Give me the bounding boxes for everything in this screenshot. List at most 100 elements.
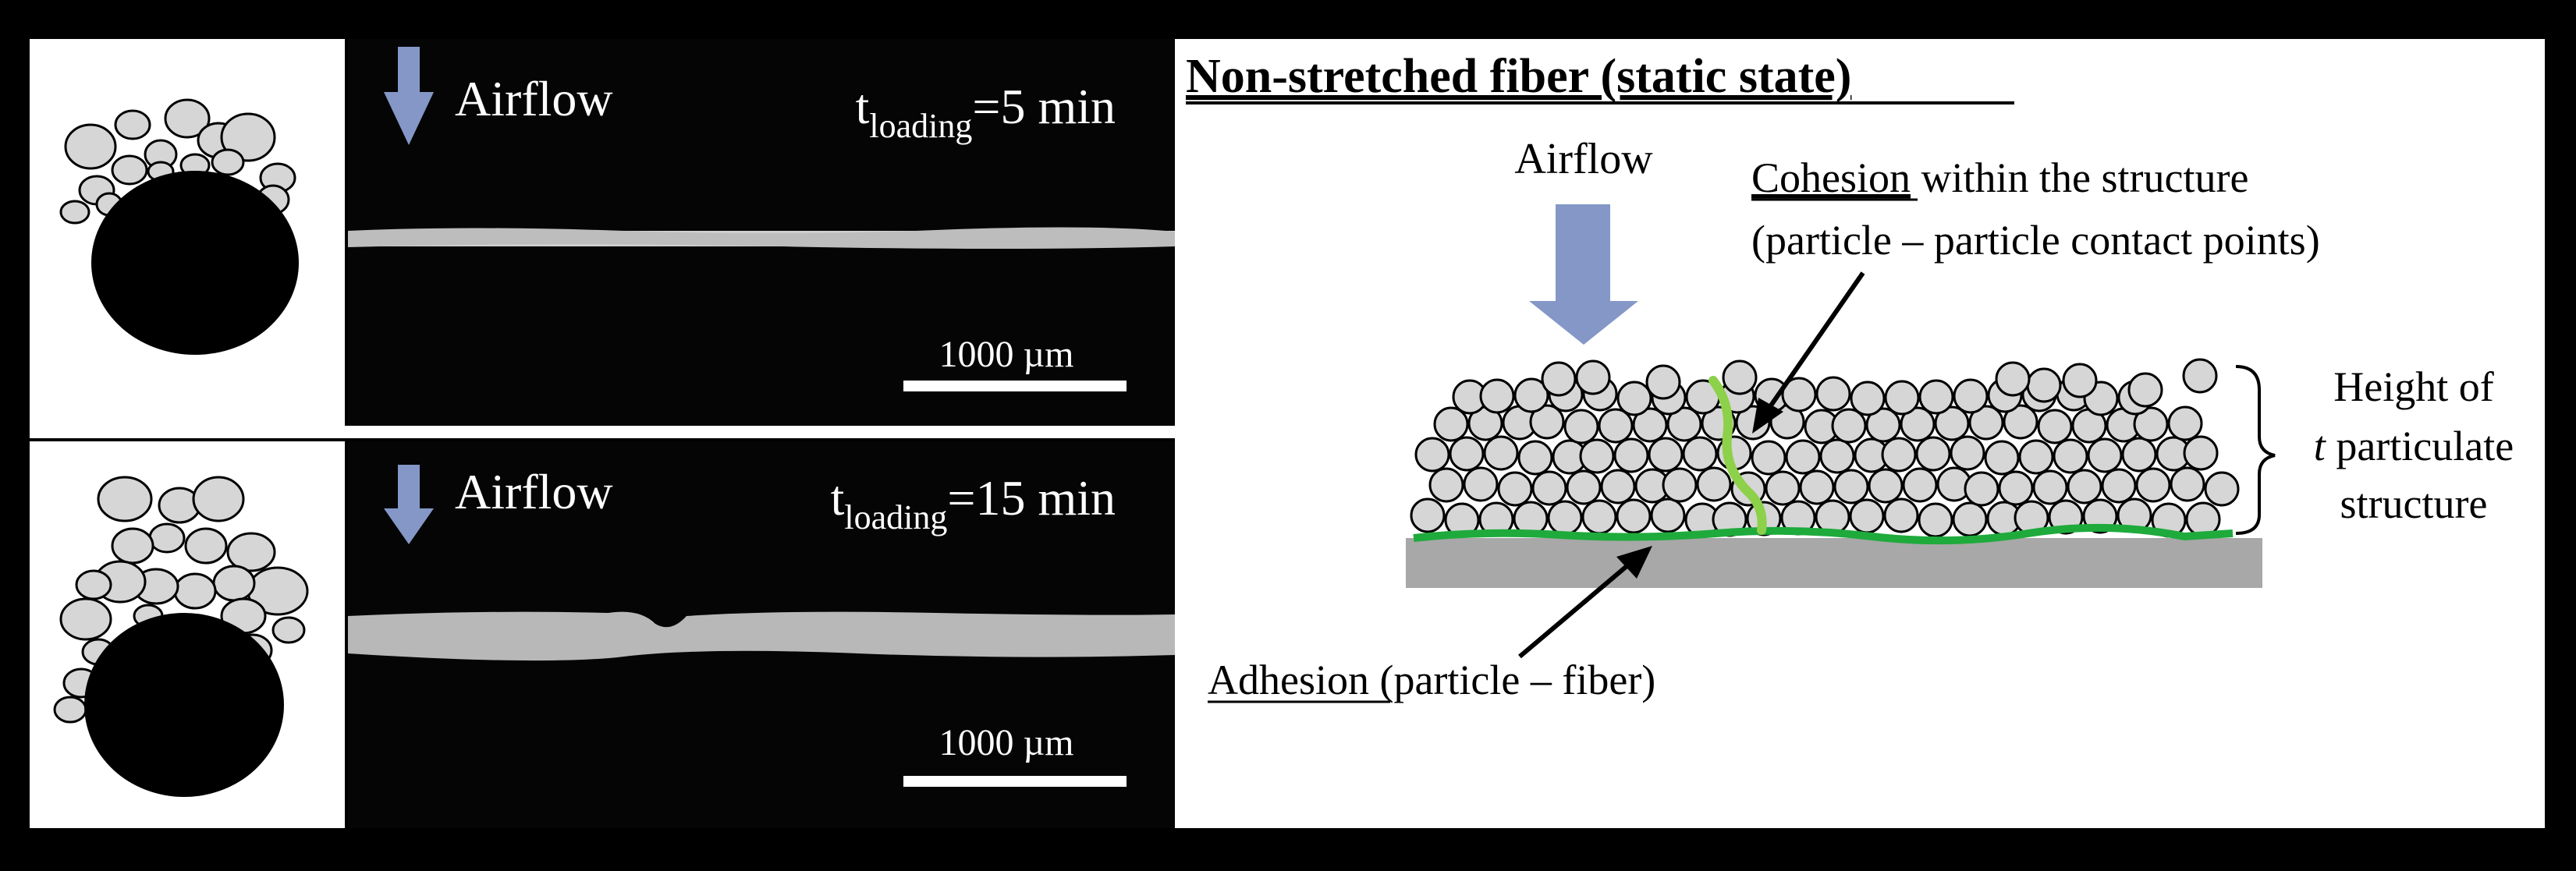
height-line2-rest: particulate xyxy=(2326,423,2514,469)
airflow-arrow-head-top xyxy=(384,92,434,145)
particle xyxy=(1934,405,1970,441)
fiber-cross-section-bottom xyxy=(84,613,284,797)
particle xyxy=(2204,471,2240,507)
airflow-label-top: Airflow xyxy=(455,71,613,126)
particle xyxy=(64,123,117,170)
loading-time-top: tloading=5 min xyxy=(856,79,1116,145)
particle xyxy=(1529,404,1565,440)
loading-time-subscript-bottom: loading xyxy=(844,498,947,536)
particle xyxy=(1531,470,1567,506)
particle xyxy=(2026,367,2062,403)
particle xyxy=(1998,470,2034,506)
fiber-substrate xyxy=(1406,538,2262,588)
loading-time-symbol-top: t xyxy=(856,79,870,134)
cohesion-label: Cohesion within the structure xyxy=(1751,154,2248,201)
loading-time-value-bottom: =15 min xyxy=(947,470,1116,526)
particle xyxy=(1479,378,1515,414)
particle xyxy=(1881,437,1917,473)
particle xyxy=(1918,502,1953,538)
particulate-structure xyxy=(1410,358,2240,538)
particle xyxy=(2170,466,2205,502)
particle xyxy=(184,527,228,565)
particle xyxy=(1799,469,1835,505)
particle xyxy=(114,109,151,140)
particle xyxy=(1849,498,1885,534)
particle xyxy=(1497,471,1533,507)
particle xyxy=(2018,439,2054,475)
particle xyxy=(1785,439,1821,475)
particle xyxy=(1950,435,1985,471)
particle xyxy=(2037,409,2073,444)
particle-layer-bottom xyxy=(348,611,1175,661)
particle xyxy=(1883,497,1919,533)
particle xyxy=(1833,469,1869,505)
height-label-line1: Height of xyxy=(2333,363,2493,410)
particle xyxy=(2003,404,2038,440)
airflow-label-bottom: Airflow xyxy=(455,464,613,519)
height-symbol: t xyxy=(2314,423,2327,469)
loading-time-symbol-bottom: t xyxy=(831,470,845,526)
particle xyxy=(226,532,276,572)
particle xyxy=(1722,359,1758,395)
particle xyxy=(1483,435,1519,471)
particle xyxy=(1868,468,1904,504)
particle xyxy=(1579,438,1615,474)
particle xyxy=(1598,408,1634,444)
adhesion-label: Adhesion (particle – fiber) xyxy=(1208,657,1655,703)
particle xyxy=(1613,437,1649,473)
particle xyxy=(1449,436,1485,472)
cohesion-line2: (particle – particle contact points) xyxy=(1751,217,2320,264)
particle xyxy=(148,522,186,554)
particle-layer-top-texture xyxy=(348,227,1175,249)
height-label-line2: t particulate xyxy=(2314,423,2514,469)
adhesion-pointer-head xyxy=(1616,546,1652,579)
particle xyxy=(192,476,245,522)
particle xyxy=(2182,358,2218,394)
particle xyxy=(1517,440,1553,476)
particle xyxy=(75,569,112,600)
particle xyxy=(1952,501,1988,537)
airflow-arrow-shaft-bottom xyxy=(398,465,420,512)
particle xyxy=(53,696,87,724)
particle xyxy=(1645,364,1681,400)
particle xyxy=(1513,377,1549,413)
adhesion-rest: (particle – fiber) xyxy=(1369,657,1655,703)
panel-title: Non-stretched fiber (static state) xyxy=(1186,50,1851,103)
row-divider xyxy=(30,426,1175,438)
particle xyxy=(111,527,154,565)
particle xyxy=(211,148,245,176)
particle xyxy=(1414,437,1450,473)
height-label-line3: structure xyxy=(2340,480,2488,527)
particle-cluster-top xyxy=(59,98,296,225)
particle xyxy=(111,154,148,186)
particle xyxy=(1765,470,1801,506)
particle xyxy=(1650,497,1686,533)
particle xyxy=(1547,500,1583,536)
particle xyxy=(1541,361,1577,397)
fiber-cross-section-top xyxy=(91,171,299,355)
adhesion-pointer-line xyxy=(1518,561,1632,659)
particle xyxy=(1751,440,1787,476)
particle xyxy=(1428,467,1464,503)
airflow-arrow-shaft-diagram xyxy=(1556,204,1610,304)
particle xyxy=(1884,380,1920,416)
airflow-label-diagram: Airflow xyxy=(1514,135,1653,183)
particle xyxy=(1662,467,1698,503)
adhesion-line xyxy=(1413,523,2234,545)
particle xyxy=(220,112,276,162)
scale-bar-label-bottom: 1000 µm xyxy=(939,722,1074,763)
particle xyxy=(1964,471,1999,507)
particle xyxy=(1781,377,1817,412)
loading-time-value-top: =5 min xyxy=(972,79,1116,134)
particle xyxy=(1918,379,1954,415)
cohesion-word: Cohesion xyxy=(1751,154,1911,201)
scale-bar-label-top: 1000 µm xyxy=(939,334,1074,375)
particle xyxy=(59,200,90,225)
airflow-arrow-shaft-top xyxy=(398,47,420,95)
particle xyxy=(1953,378,1989,414)
adhesion-word: Adhesion xyxy=(1208,657,1369,703)
particle xyxy=(212,565,256,602)
particle xyxy=(1566,469,1602,505)
particle xyxy=(1433,406,1469,442)
